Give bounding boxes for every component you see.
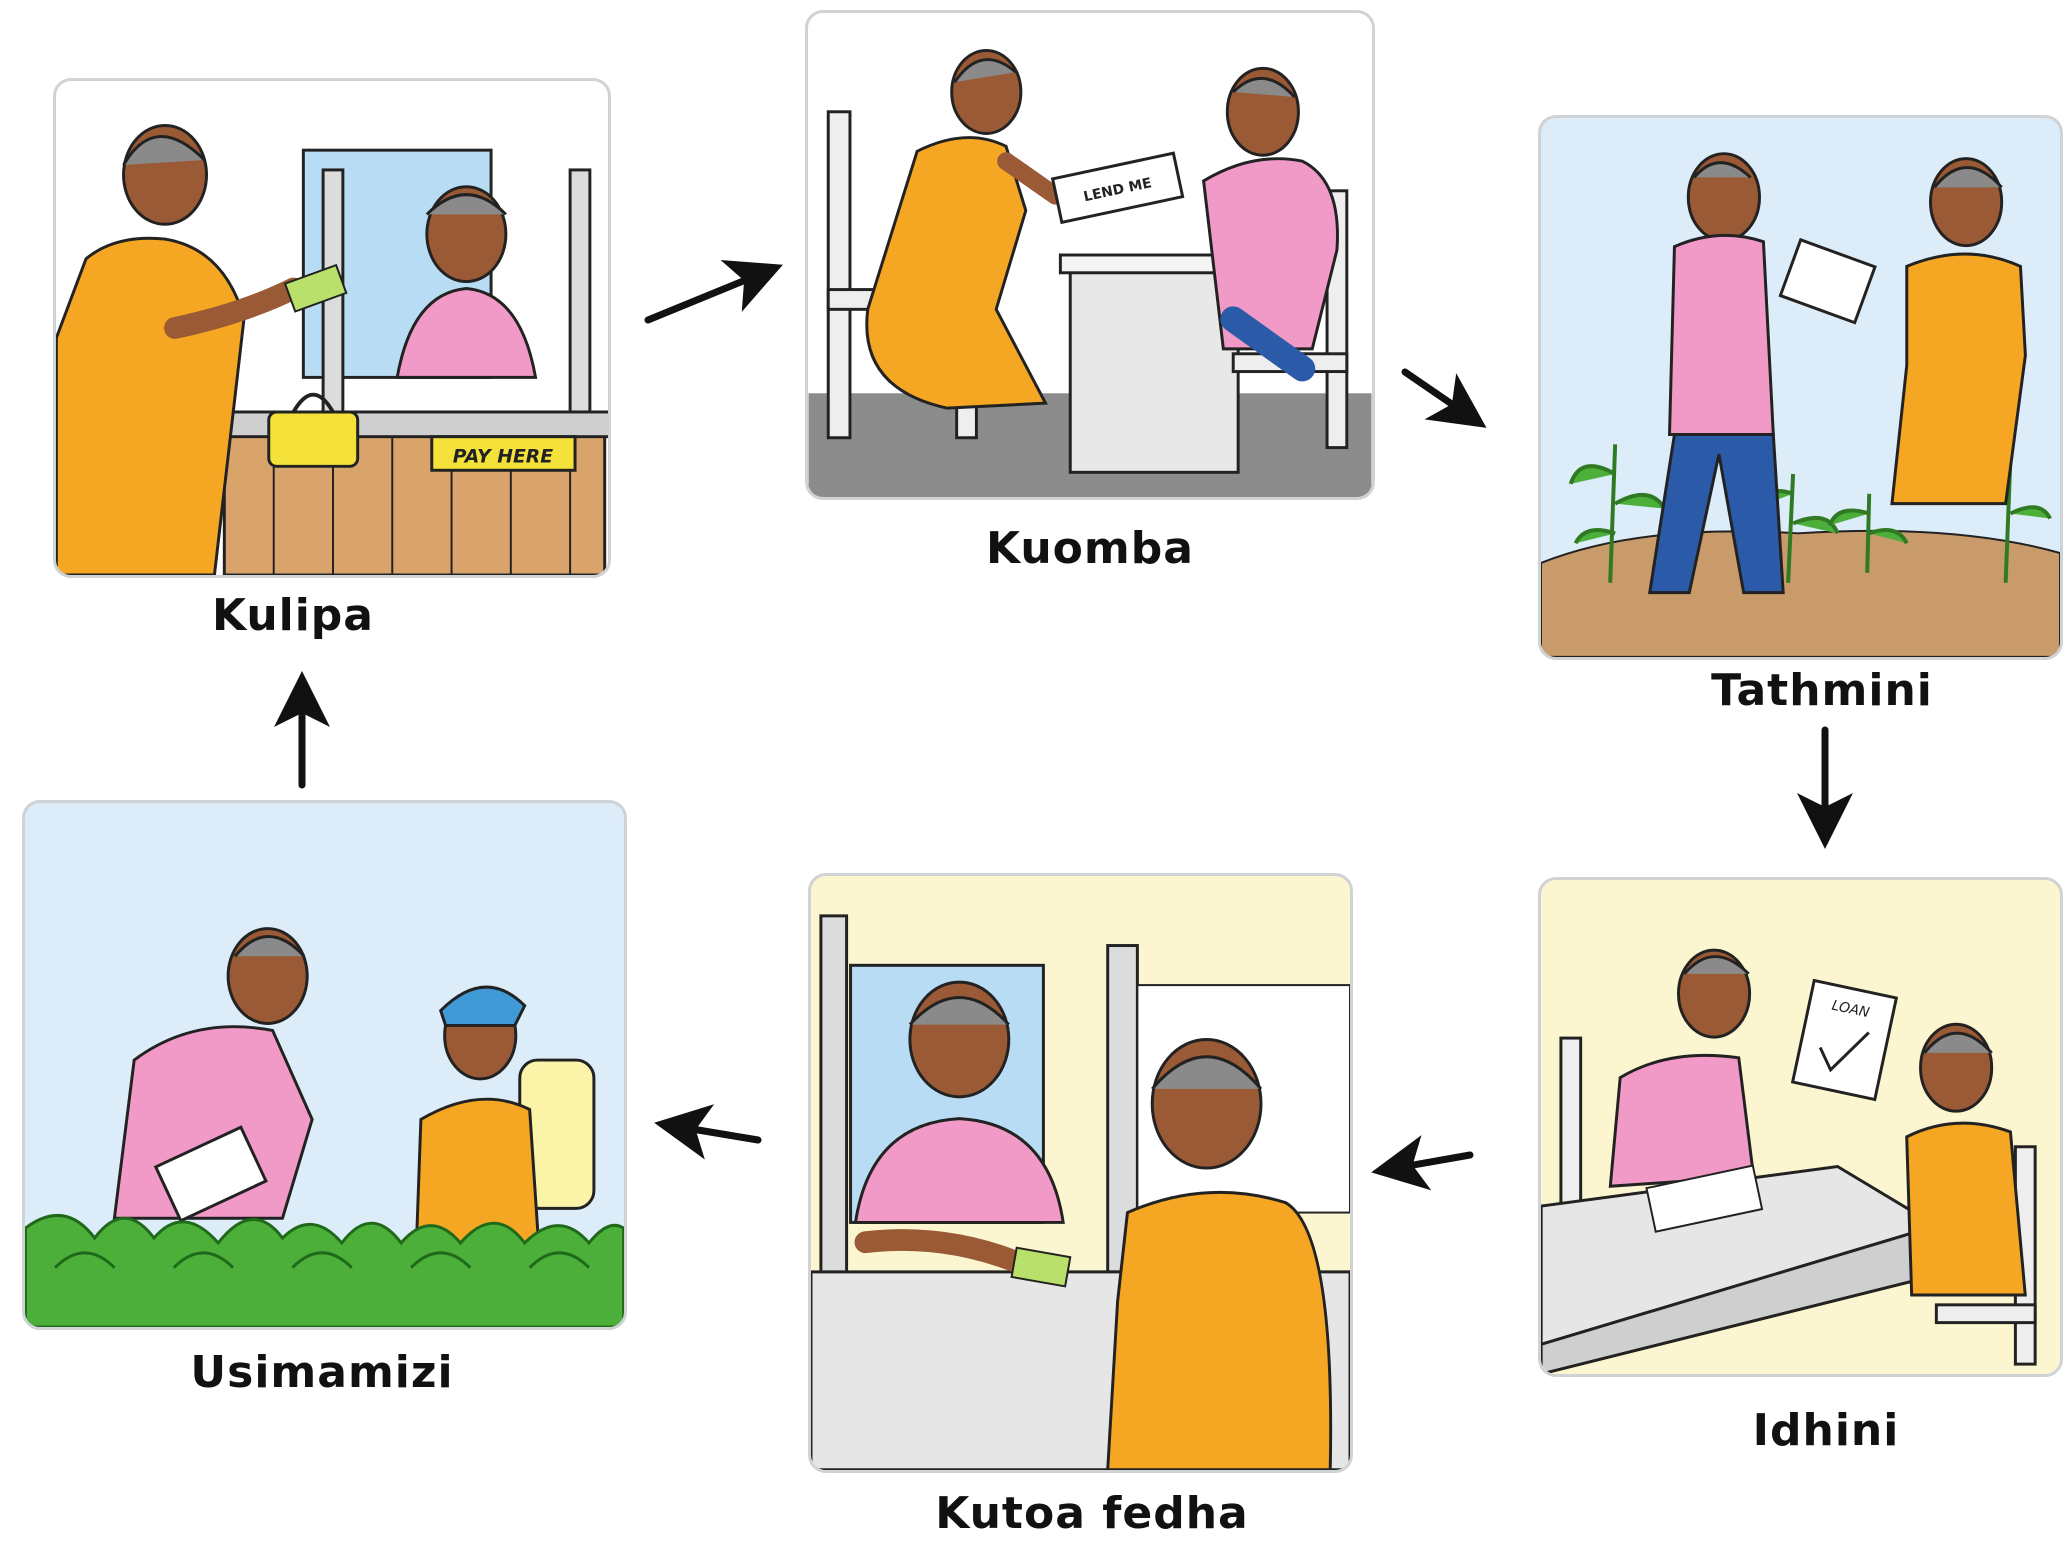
teller-shirt	[395, 286, 538, 379]
pay-here-sign	[430, 435, 577, 472]
panel-idhini: LOAN	[1538, 877, 2063, 1377]
cash	[1010, 1246, 1072, 1288]
officer-shirt	[1202, 157, 1339, 351]
kutoa-fedha-illustration	[811, 914, 1350, 1470]
arrow-idhini-to-kutoa	[1371, 1135, 1474, 1191]
cash	[283, 263, 348, 313]
desk	[1068, 263, 1240, 474]
loan-text: LOAN	[1830, 998, 1870, 1022]
headscarf	[438, 985, 527, 1027]
notepad	[153, 1125, 268, 1223]
check-mark	[1818, 1031, 1870, 1073]
assessment-paper	[1778, 237, 1877, 325]
woman-dress	[865, 136, 1048, 410]
officer-shirt	[1667, 233, 1775, 436]
caption-idhini: Idhini	[1752, 1405, 1900, 1456]
maize-crops	[25, 1213, 624, 1327]
idhini-illustration: LOAN	[1541, 948, 2037, 1374]
tathmini-illustration	[1541, 152, 2060, 657]
farmer-dress	[414, 1097, 542, 1260]
usimamizi-illustration	[25, 927, 624, 1327]
caption-usimamizi: Usimamizi	[190, 1347, 454, 1398]
panel-tathmini	[1538, 115, 2063, 660]
panel-kutoa-fedha	[808, 873, 1353, 1473]
customer-dress	[1106, 1190, 1333, 1470]
caption-kutoa-fedha: Kutoa fedha	[935, 1488, 1249, 1539]
caption-kuomba: Kuomba	[986, 523, 1194, 574]
farmer-dress	[1890, 252, 2027, 506]
pay-here-text: PAY HERE	[453, 446, 553, 467]
arrow-kulipa-to-kuomba	[644, 260, 783, 324]
lend-me-paper	[1050, 151, 1185, 225]
bag	[267, 410, 360, 468]
arrow-kuomba-to-tathmini	[1401, 368, 1487, 428]
teller-shirt	[853, 1117, 1065, 1224]
panel-usimamizi	[22, 800, 627, 1330]
caption-tathmini: Tathmini	[1711, 665, 1933, 716]
kuomba-illustration: LEND ME	[808, 49, 1372, 497]
customer-dress	[56, 236, 246, 575]
officer-trousers	[1648, 432, 1785, 595]
ledger-book	[1645, 1164, 1764, 1233]
caption-kulipa: Kulipa	[212, 590, 374, 641]
officer-shirt	[1608, 1053, 1756, 1188]
panel-kuomba: LEND ME	[805, 10, 1375, 500]
applicant-dress	[1905, 1121, 2027, 1297]
kulipa-illustration: PAY HERE	[56, 123, 608, 575]
arrow-kutoa-to-usimamizi	[654, 1104, 762, 1160]
soil	[1541, 529, 2060, 657]
panel-kulipa: PAY HERE	[53, 78, 611, 578]
loan-paper	[1790, 978, 1899, 1102]
